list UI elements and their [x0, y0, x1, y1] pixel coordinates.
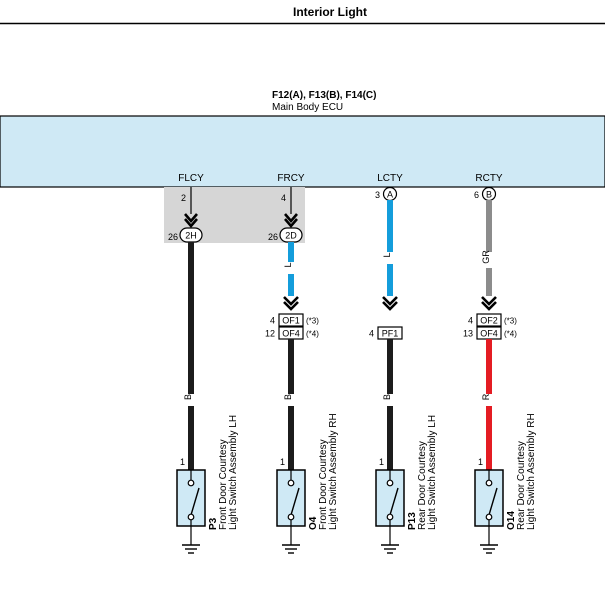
switch-code: P13	[407, 512, 418, 530]
ecu-code: F12(A), F13(B), F14(C)	[272, 90, 376, 101]
switch-pin-o4: 1	[280, 457, 285, 467]
ecu-pin-frcy: 4	[281, 193, 286, 203]
switch-contact	[386, 479, 394, 487]
terminal-label-frcy: FRCY	[277, 173, 305, 184]
diagram-title: Interior Light	[293, 5, 367, 19]
label-gap	[286, 394, 296, 406]
connector-label-of1: OF1	[282, 316, 300, 326]
terminal-label-rcty: RCTY	[475, 173, 503, 184]
connector-b-label: B	[486, 190, 492, 200]
connector-a-label: A	[387, 190, 393, 200]
switch-p13	[375, 469, 405, 554]
switch-name-line1: Front Door Courtesy	[318, 439, 329, 530]
connector-pin: 13	[463, 329, 473, 339]
terminal-label-lcty: LCTY	[377, 173, 403, 184]
connector-note: (*3)	[306, 317, 319, 326]
switch-code: P3	[208, 517, 219, 530]
wire-color-r-o14: R	[481, 393, 491, 400]
switch-code: O14	[506, 511, 517, 530]
chevron-down-icon	[481, 296, 497, 311]
chevron-down-icon	[382, 296, 398, 311]
ecu-pin-rcty: 6	[474, 190, 479, 200]
switch-blade	[488, 487, 498, 516]
ecu-pin-lcty: 3	[375, 190, 380, 200]
switch-contact	[187, 479, 195, 487]
connector-label-of4: OF4	[480, 329, 498, 339]
wire-color-b-o4: B	[283, 394, 293, 400]
connector-note: (*4)	[306, 330, 319, 339]
connector-pin: 4	[270, 316, 275, 326]
connector-a-circle: A	[382, 186, 398, 202]
junction-label-2h: 2H	[185, 231, 197, 241]
switch-name-line2: Light Switch Assembly RH	[328, 413, 339, 530]
switch-contact	[187, 513, 195, 521]
switch-contact	[287, 479, 295, 487]
switch-contact	[287, 513, 295, 521]
wire-color-gr-rcty: GR	[481, 250, 491, 264]
switch-blade	[290, 487, 300, 516]
wire-color-l-lcty: L	[382, 252, 392, 257]
switch-name-line2: Light Switch Assembly LH	[427, 415, 438, 530]
connector-pin: 4	[468, 316, 473, 326]
switch-pin-p3: 1	[180, 457, 185, 467]
connector-pin: 12	[265, 329, 275, 339]
switch-group	[176, 469, 504, 554]
switch-p3	[176, 469, 206, 554]
wire-color-b-p13: B	[382, 394, 392, 400]
switch-pin-p13: 1	[379, 457, 384, 467]
label-gap	[484, 252, 494, 268]
switch-name-line1: Front Door Courtesy	[218, 439, 229, 530]
label-gap	[385, 252, 395, 264]
connector-note: (*3)	[504, 317, 517, 326]
connector-pin: 4	[369, 329, 374, 339]
switch-contact	[485, 513, 493, 521]
chevron-down-icon	[184, 213, 198, 228]
connector-label-of2: OF2	[480, 316, 498, 326]
chevron-down-icon	[283, 296, 299, 311]
switch-label-o14: O14 Rear Door Courtesy Light Switch Asse…	[506, 413, 537, 530]
switch-name-line2: Light Switch Assembly RH	[526, 413, 537, 530]
switch-o14	[474, 469, 504, 554]
label-gap	[286, 262, 296, 274]
connector-label-of4: OF4	[282, 329, 300, 339]
junction-pin-2d: 26	[268, 232, 278, 242]
switch-label-p13: P13 Rear Door Courtesy Light Switch Asse…	[407, 415, 438, 530]
switch-blade	[190, 487, 200, 516]
switch-contact	[485, 479, 493, 487]
connector-label-pf1: PF1	[382, 329, 399, 339]
wire-color-l-frcy: L	[283, 262, 293, 267]
ecu-pin-flcy: 2	[181, 193, 186, 203]
switch-name-line2: Light Switch Assembly LH	[228, 415, 239, 530]
switch-blade	[389, 487, 399, 516]
switch-o4	[276, 469, 306, 554]
ecu-name: Main Body ECU	[272, 102, 343, 113]
switch-code: O4	[308, 516, 319, 530]
switch-pin-o14: 1	[478, 457, 483, 467]
terminal-label-flcy: FLCY	[178, 173, 204, 184]
switch-name-line1: Rear Door Courtesy	[516, 441, 527, 530]
inline-connector-of2-of4: OF2 OF4 4 13 (*3) (*4)	[463, 313, 517, 340]
inline-connector-of1-of4: OF1 OF4 4 12 (*3) (*4)	[265, 313, 319, 340]
inline-connector-pf1: PF1 4	[369, 326, 403, 340]
connector-note: (*4)	[504, 330, 517, 339]
connector-b-circle: B	[481, 186, 497, 202]
label-gap	[484, 394, 494, 406]
switch-name-line1: Rear Door Courtesy	[417, 441, 428, 530]
chevron-down-icon	[284, 213, 298, 228]
switch-contact	[386, 513, 394, 521]
label-gap	[186, 394, 196, 406]
junction-pin-2h: 26	[168, 232, 178, 242]
wire-color-b-p3: B	[183, 394, 193, 400]
switch-label-p3: P3 Front Door Courtesy Light Switch Asse…	[208, 415, 239, 530]
junction-label-2d: 2D	[285, 231, 297, 241]
switch-label-o4: O4 Front Door Courtesy Light Switch Asse…	[308, 413, 339, 530]
label-gap	[385, 394, 395, 406]
